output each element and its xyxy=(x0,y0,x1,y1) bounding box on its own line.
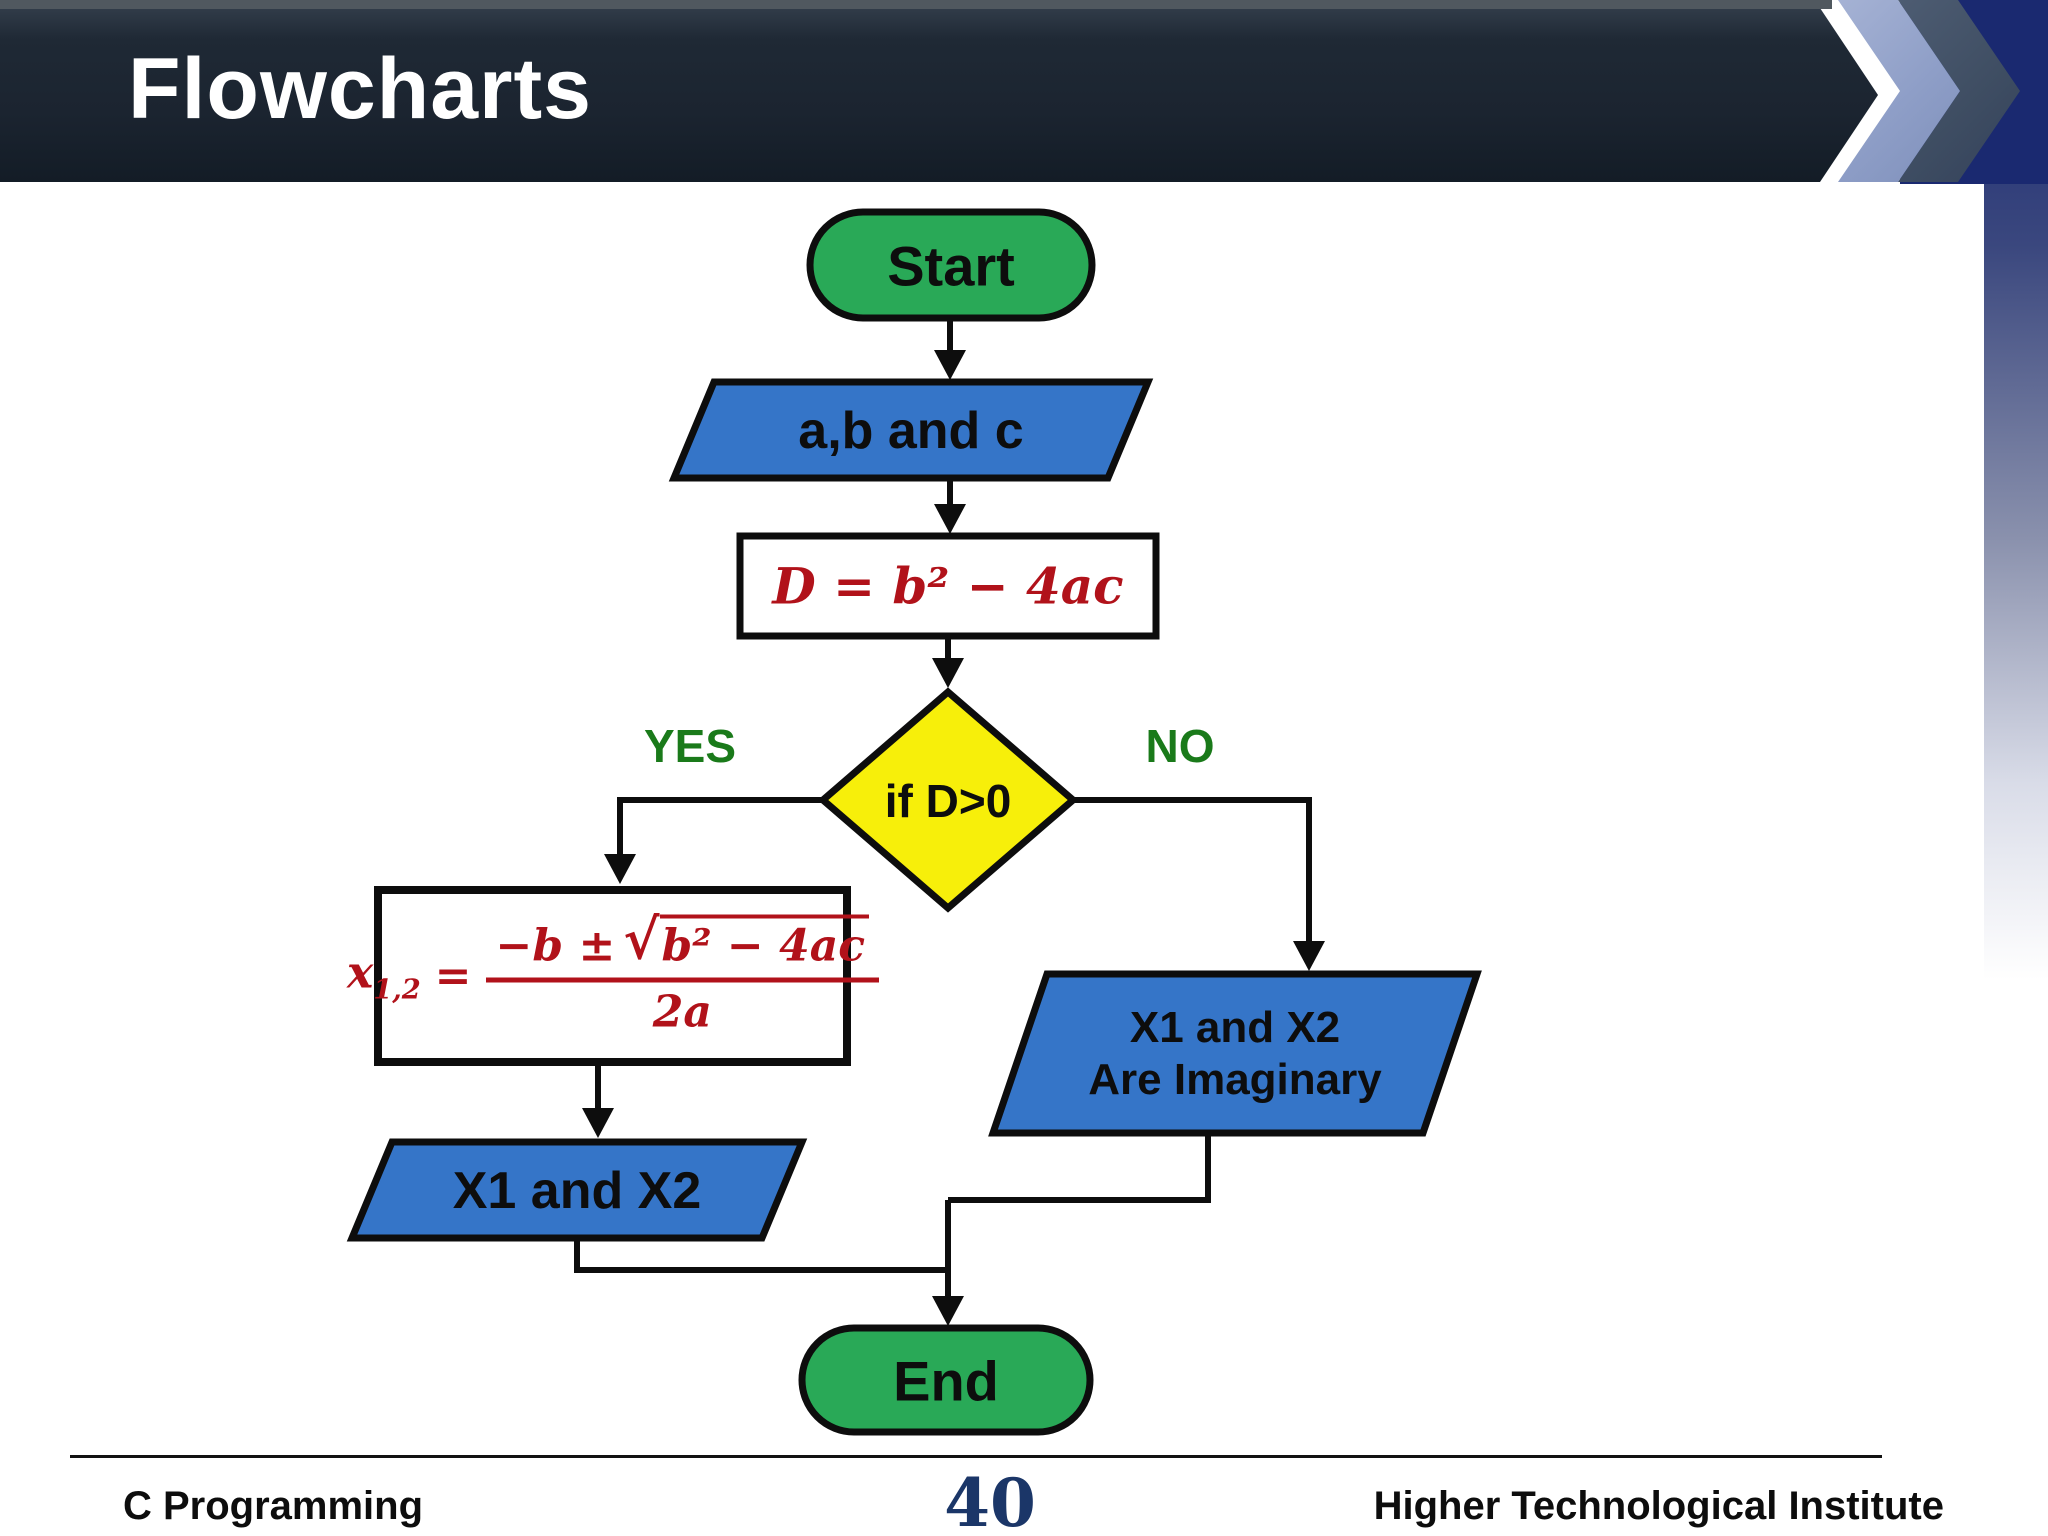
start-terminal-shape xyxy=(806,208,1096,322)
radical-sign-icon: √ xyxy=(623,906,660,972)
footer-course: C Programming xyxy=(123,1484,424,1528)
decision-label: if D>0 xyxy=(884,775,1012,827)
footer-page-number: 40 xyxy=(944,1464,1036,1536)
connectors xyxy=(574,318,1312,1298)
input-label: a,b and c xyxy=(798,402,1024,460)
discriminant-formula: D = b² − 4ac xyxy=(772,556,1124,616)
footer-institution: Higher Technological Institute xyxy=(1373,1484,1944,1528)
start-label: Start xyxy=(887,234,1015,298)
title-bar-top-strip xyxy=(0,0,1832,9)
input-parallelogram-shape xyxy=(668,378,1154,482)
imaginary-line1: X1 and X2 xyxy=(1129,1003,1341,1053)
process-rect-shape xyxy=(736,532,1160,640)
sqrt-expression: √ b² − 4ac xyxy=(623,906,869,972)
page-title: Flowcharts xyxy=(128,41,592,137)
solution-equals: = xyxy=(434,950,472,1002)
solution-rect-shape xyxy=(374,886,851,1066)
decision-diamond-shape xyxy=(817,687,1079,913)
solution-numerator: −b ± √ b² − 4ac xyxy=(485,906,879,983)
solution-fraction: −b ± √ b² − 4ac 2a xyxy=(485,906,879,1038)
imaginary-output-label: X1 and X2 Are Imaginary xyxy=(1088,1002,1381,1106)
imaginary-line2: Are Imaginary xyxy=(1088,1055,1382,1104)
no-branch-label: NO xyxy=(1145,720,1215,772)
roots-parallelogram-shape xyxy=(346,1138,808,1242)
yes-branch-label: YES xyxy=(643,720,737,772)
roots-output-label: X1 and X2 xyxy=(452,1162,702,1220)
imaginary-parallelogram-shape xyxy=(988,970,1482,1137)
end-terminal-shape xyxy=(798,1324,1094,1436)
end-label: End xyxy=(893,1349,999,1413)
title-bar xyxy=(0,8,1878,182)
solution-formula: x1,2 = −b ± √ b² − 4ac 2a xyxy=(347,906,879,1038)
arrowheads xyxy=(582,350,1325,1326)
footer-divider xyxy=(70,1455,1882,1458)
solution-lhs: x1,2 xyxy=(347,947,421,1005)
solution-denominator: 2a xyxy=(652,986,712,1038)
solution-subscript: 1,2 xyxy=(373,972,421,1005)
